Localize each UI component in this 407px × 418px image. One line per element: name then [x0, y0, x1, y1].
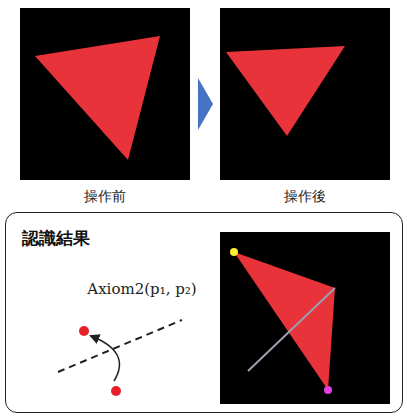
photo-result: [220, 232, 390, 404]
caption-after: 操作後: [284, 188, 326, 206]
photo-before: [20, 8, 190, 180]
recognized-fold: [248, 288, 335, 371]
axiom-formula: Axiom2(p₁, p₂): [87, 280, 196, 298]
result-panel: 認識結果: [5, 212, 403, 413]
step-arrow: [198, 78, 213, 130]
point-p2: [111, 386, 121, 396]
panel-heading: 認識結果: [22, 227, 90, 250]
move-arrow: [91, 336, 119, 381]
caption-before: 操作前: [84, 188, 126, 206]
point-yellow: [230, 248, 238, 256]
point-magenta: [324, 386, 332, 394]
point-p1: [79, 326, 89, 336]
photo-after: [220, 8, 390, 180]
paper-triangle: [35, 36, 160, 160]
folded-triangle: [226, 46, 345, 136]
result-triangle: [234, 252, 335, 390]
